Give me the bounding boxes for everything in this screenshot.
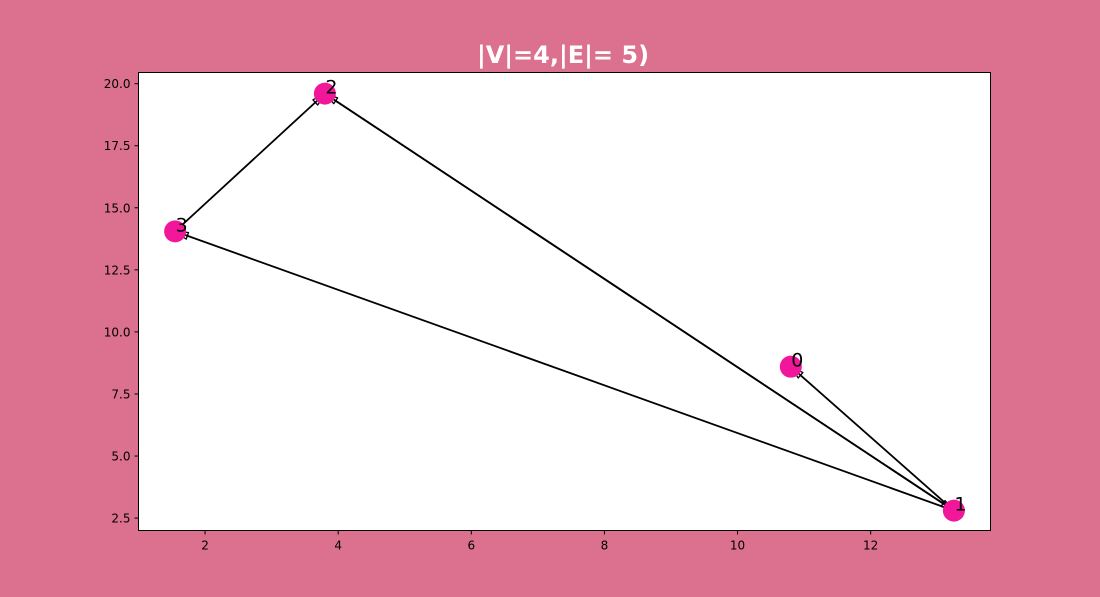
y-tick-label: 7.5 — [111, 387, 130, 401]
node-0 — [779, 355, 802, 378]
edge-2-1 — [324, 92, 955, 512]
y-axis: 2.5 5.0 7.5 10.0 12.5 15.0 17.5 20.0 — [104, 77, 139, 526]
x-tick-label: 2 — [201, 539, 209, 553]
edge-1-3 — [174, 230, 955, 512]
chart-title: |V|=4,|E|= 5) — [477, 41, 649, 69]
x-axis: 2 4 6 8 10 12 — [201, 530, 878, 553]
node-label-3: 3 — [176, 214, 188, 236]
plot-area — [138, 72, 991, 531]
nodes-layer — [164, 82, 965, 522]
y-tick-label: 10.0 — [104, 325, 131, 339]
x-tick-label: 10 — [730, 539, 745, 553]
node-3 — [164, 220, 187, 243]
y-tick-label: 2.5 — [111, 512, 130, 526]
node-label-0: 0 — [791, 350, 803, 372]
node-1 — [942, 499, 965, 522]
y-tick-label: 20.0 — [104, 77, 131, 91]
node-2 — [313, 82, 336, 105]
x-tick-label: 4 — [334, 539, 342, 553]
x-tick-label: 12 — [863, 539, 878, 553]
x-tick-label: 8 — [601, 539, 609, 553]
y-tick-label: 17.5 — [104, 139, 131, 153]
node-label-2: 2 — [325, 77, 337, 99]
y-tick-label: 12.5 — [104, 263, 131, 277]
x-tick-label: 6 — [467, 539, 475, 553]
y-tick-label: 5.0 — [111, 450, 130, 464]
edge-1-0 — [790, 365, 955, 512]
edge-3-2 — [174, 92, 326, 233]
y-tick-label: 15.0 — [104, 201, 131, 215]
node-label-1: 1 — [954, 494, 966, 516]
node-labels-layer: 0 1 2 3 — [176, 77, 967, 516]
